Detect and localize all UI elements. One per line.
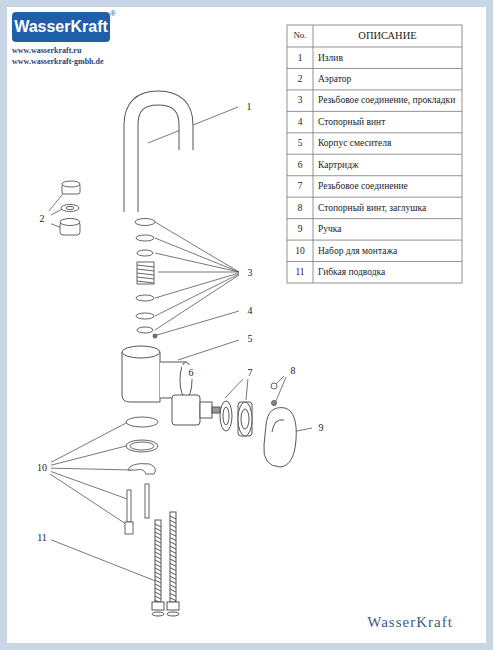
part-description: Корпус смесителя (318, 133, 460, 154)
screw-and-cap (271, 383, 277, 406)
website-url: www.wasserkraft.ru (12, 46, 122, 56)
callout-number: 8 (284, 363, 302, 377)
leader-lines (44, 107, 312, 582)
part-description: Резьбовое соединение (318, 176, 460, 197)
callout-number: 2 (33, 211, 51, 225)
aerator (60, 181, 80, 235)
table-number: 7 (287, 176, 313, 197)
part-description: Стопорный винт, заглушка (318, 197, 460, 218)
registered-mark: ® (110, 9, 120, 19)
part-description: Гибкая подводка (318, 262, 460, 283)
logo-box (12, 12, 110, 42)
part-description: Излив (318, 47, 460, 68)
part-description: Аэратор (318, 68, 460, 89)
spout (131, 98, 186, 212)
part-description: Резьбовое соединение, прокладки (318, 90, 460, 111)
callout-number: 10 (33, 460, 51, 474)
mounting-kit (125, 417, 158, 534)
table-number: 9 (287, 219, 313, 240)
parts-table (287, 25, 462, 283)
part-description: Картридж (318, 154, 460, 175)
table-number: 11 (287, 262, 313, 283)
brand-mark: WasserKraft (340, 612, 480, 632)
table-number: 4 (287, 111, 313, 132)
cartridge (172, 395, 220, 425)
part-description: Набор для монтажа (318, 240, 460, 261)
seals-and-threads (135, 219, 157, 339)
handle (264, 408, 296, 467)
callout-number: 7 (241, 365, 259, 379)
table-number: 1 (287, 47, 313, 68)
callout-number: 3 (241, 265, 259, 279)
callout-number: 11 (33, 530, 51, 544)
part-description: Стопорный винт (318, 111, 460, 132)
table-number: 6 (287, 154, 313, 175)
table-number: 3 (287, 90, 313, 111)
table-header: ОПИСАНИЕ (313, 25, 462, 47)
callout-number: 6 (182, 365, 200, 379)
table-number: 8 (287, 197, 313, 218)
flexible-hoses (152, 512, 179, 616)
callout-number: 9 (312, 420, 330, 434)
website-url: www.wasserkraft-gmbh.de (12, 57, 142, 67)
callout-number: 4 (241, 303, 259, 317)
table-number: 2 (287, 68, 313, 89)
callout-number: 1 (240, 99, 258, 113)
part-description: Ручка (318, 219, 460, 240)
callout-number: 5 (241, 331, 259, 345)
logo-text: WasserKraft (14, 13, 108, 41)
table-number: 10 (287, 240, 313, 261)
table-number: 5 (287, 133, 313, 154)
threaded-ring (220, 401, 252, 436)
table-header: No. (287, 25, 313, 47)
